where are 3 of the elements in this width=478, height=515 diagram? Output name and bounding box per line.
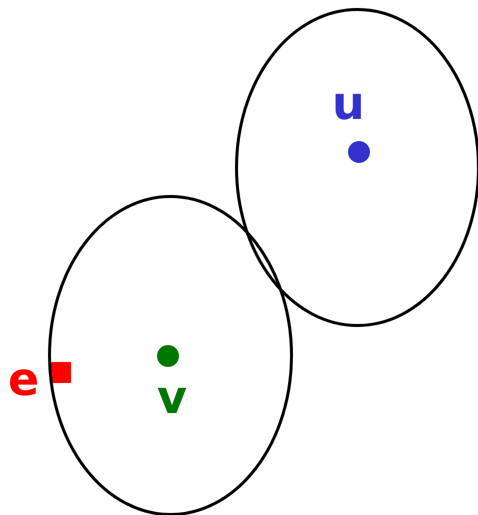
point-label: v — [157, 374, 187, 420]
point-label: e — [8, 356, 40, 402]
point-label: u — [332, 80, 365, 126]
